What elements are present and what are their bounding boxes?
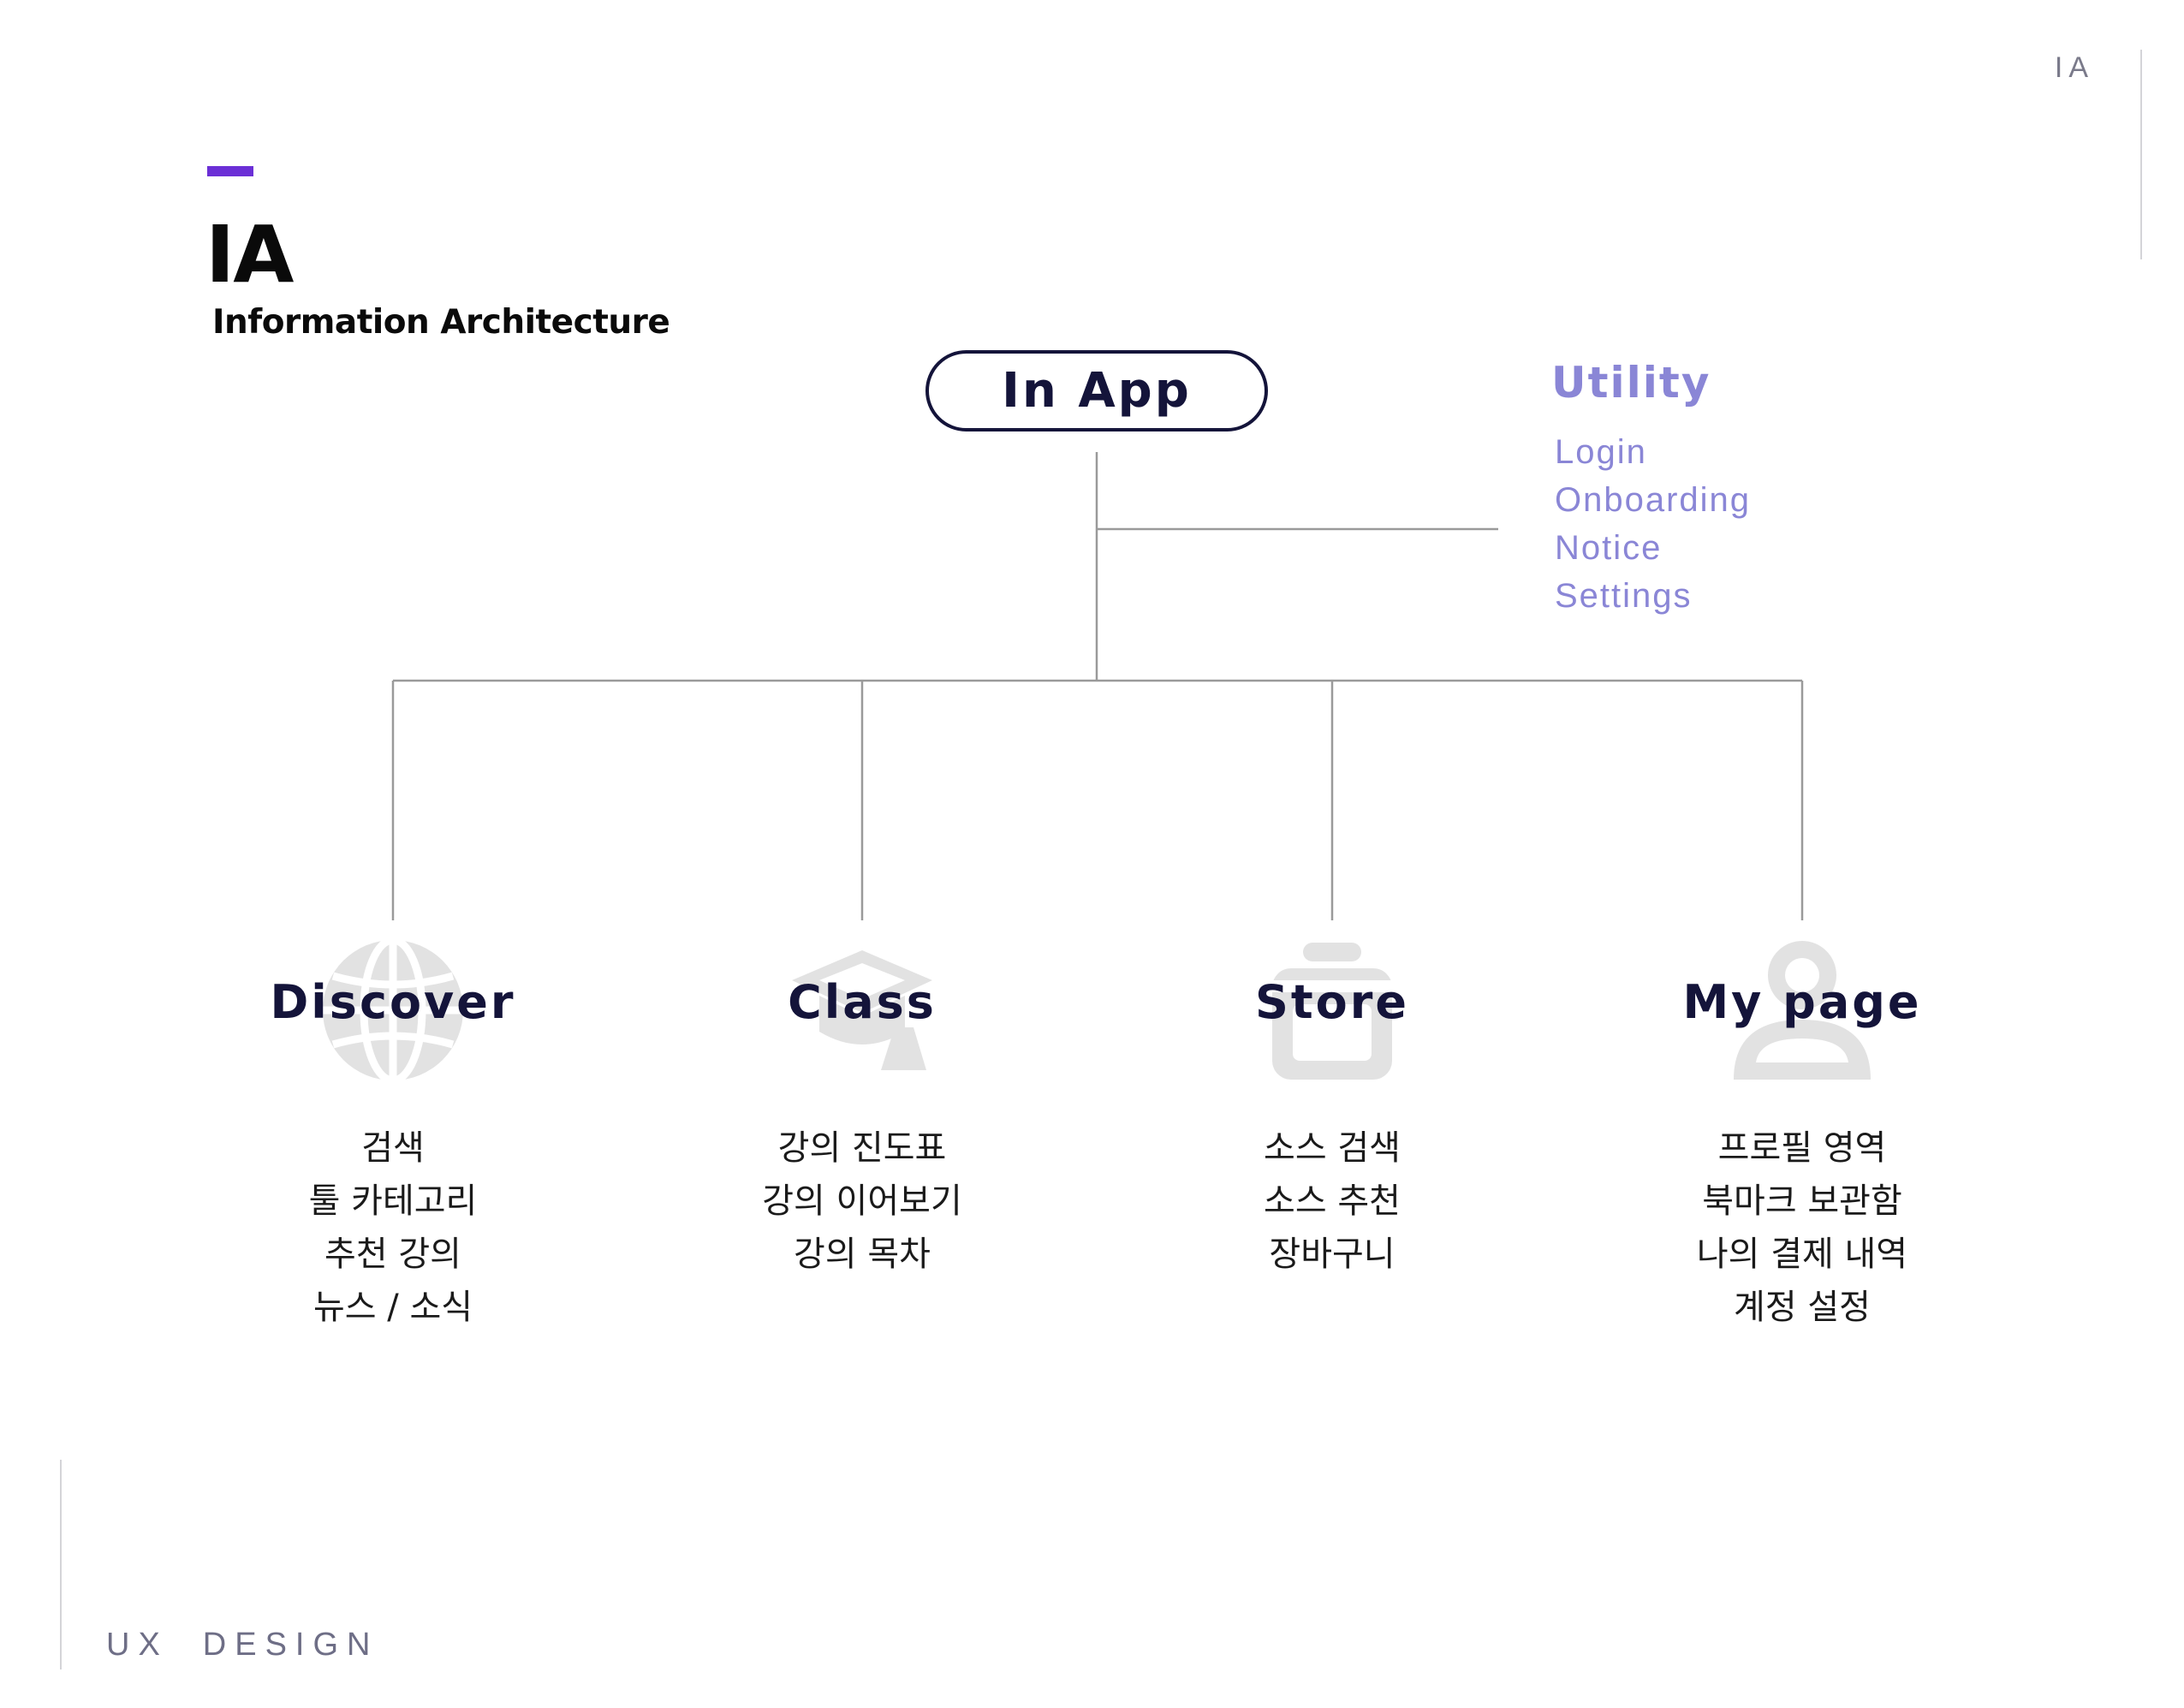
utility-item-onboarding: Onboarding — [1555, 481, 1752, 519]
page-subtitle: Information Architecture — [212, 303, 670, 342]
branch-title-class: Class — [788, 975, 937, 1029]
root-node-in-app: In App — [925, 350, 1268, 431]
branch-item: 강의 이어보기 — [762, 1181, 962, 1221]
branch-items-my-page: 프로필 영역 북마크 보관함 나의 결제 내역 계정 설정 — [1622, 1122, 1982, 1334]
page-title: IA — [205, 209, 294, 301]
branch-items-store: 소스 검색 소스 추천 장바구니 — [1152, 1122, 1512, 1281]
person-icon — [1725, 937, 1879, 1083]
branch-class: Class 강의 진도표 강의 이어보기 강의 목차 — [682, 937, 1042, 1281]
branch-item: 추천 강의 — [324, 1235, 461, 1274]
graduation-cap-icon — [785, 937, 939, 1083]
utility-item-notice: Notice — [1555, 529, 1663, 567]
root-node-label: In App — [1002, 363, 1192, 419]
branch-item: 장바구니 — [1269, 1235, 1395, 1274]
section-corner-label: IA — [2054, 51, 2094, 84]
branch-items-class: 강의 진도표 강의 이어보기 강의 목차 — [682, 1122, 1042, 1281]
utility-item-login: Login — [1555, 433, 1647, 471]
right-divider-rule — [2140, 50, 2142, 259]
utility-item-settings: Settings — [1555, 577, 1693, 615]
branch-title-discover: Discover — [270, 975, 516, 1029]
branch-item: 나의 결제 내역 — [1696, 1235, 1908, 1274]
utility-title: Utility — [1551, 358, 1711, 408]
branch-my-page: My page 프로필 영역 북마크 보관함 나의 결제 내역 계정 설정 — [1622, 937, 1982, 1334]
shopping-bag-icon — [1255, 937, 1409, 1083]
branch-item: 소스 추천 — [1264, 1181, 1401, 1221]
branch-store: Store 소스 검색 소스 추천 장바구니 — [1152, 937, 1512, 1281]
branch-item: 툴 카테고리 — [308, 1181, 478, 1221]
branch-title-my-page: My page — [1682, 975, 1922, 1029]
utility-list: Login Onboarding Notice Settings — [1555, 428, 1751, 620]
branch-item: 뉴스 / 소식 — [312, 1288, 473, 1327]
branch-item: 소스 검색 — [1264, 1128, 1401, 1168]
branch-item: 북마크 보관함 — [1702, 1181, 1902, 1221]
branch-item: 검색 — [361, 1128, 425, 1168]
footer-word-design: DESIGN — [202, 1627, 379, 1663]
branch-item: 강의 진도표 — [777, 1128, 947, 1168]
branch-item: 강의 목차 — [794, 1235, 931, 1274]
branch-item: 계정 설정 — [1734, 1288, 1871, 1327]
branch-discover: Discover 검색 툴 카테고리 추천 강의 뉴스 / 소식 — [213, 936, 573, 1334]
branch-title-store: Store — [1254, 975, 1410, 1029]
title-accent-bar — [207, 166, 253, 176]
branch-item: 프로필 영역 — [1717, 1128, 1887, 1168]
branch-items-discover: 검색 툴 카테고리 추천 강의 뉴스 / 소식 — [213, 1122, 573, 1334]
footer-label: UX DESIGN — [106, 1627, 379, 1663]
footer-word-ux: UX — [106, 1627, 169, 1663]
left-divider-rule — [60, 1460, 62, 1669]
globe-icon — [316, 936, 470, 1085]
